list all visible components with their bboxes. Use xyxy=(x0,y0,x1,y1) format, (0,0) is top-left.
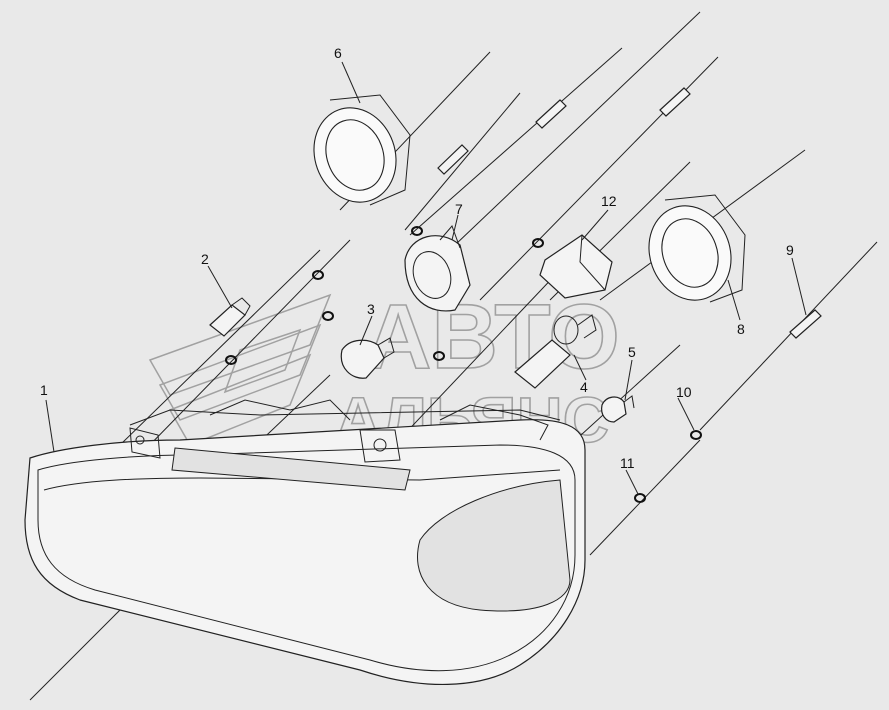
bulb-2 xyxy=(209,297,251,337)
callout-1: 1 xyxy=(40,382,48,398)
callout-10: 10 xyxy=(676,384,692,400)
watermark-emblem xyxy=(148,293,332,446)
o-ring-set xyxy=(225,226,702,503)
bulb-cap-7 xyxy=(404,225,471,312)
bulb-cover-8 xyxy=(648,194,746,303)
headlamp-housing xyxy=(24,399,586,685)
watermark-line1: АВТО xyxy=(365,286,620,388)
callout-labels: 1 2 3 4 5 6 7 8 9 10 11 12 xyxy=(40,45,794,471)
connector-12 xyxy=(539,234,613,299)
bulb-cover-6 xyxy=(313,94,411,206)
callout-12: 12 xyxy=(601,193,617,209)
callout-5: 5 xyxy=(628,344,636,360)
callout-2: 2 xyxy=(201,251,209,267)
leader-lines xyxy=(45,61,807,495)
callout-7: 7 xyxy=(455,201,463,217)
callout-11: 11 xyxy=(620,455,635,471)
callout-3: 3 xyxy=(367,301,375,317)
callout-8: 8 xyxy=(737,321,745,337)
callout-9: 9 xyxy=(786,242,794,258)
bulb-3 xyxy=(340,337,395,379)
bulb-4 xyxy=(514,314,597,389)
bulb-5 xyxy=(601,395,635,423)
callout-6: 6 xyxy=(334,45,342,61)
screw-set xyxy=(437,87,822,339)
callout-4: 4 xyxy=(580,379,588,395)
